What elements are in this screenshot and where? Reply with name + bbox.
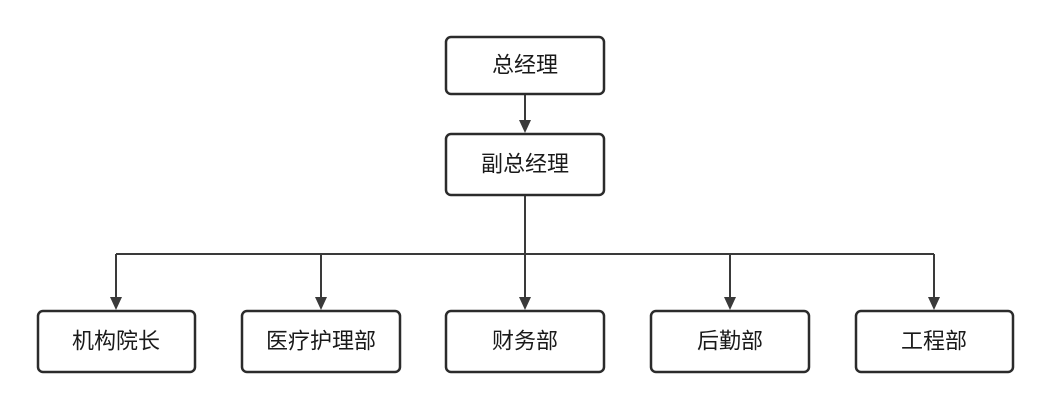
node-dept-3: 财务部 — [444, 309, 606, 374]
arrowhead-dept-2 — [315, 297, 327, 310]
arrowhead-dept-3 — [519, 297, 531, 310]
arrowhead-dept-5 — [928, 297, 940, 310]
node-dept-5-label: 工程部 — [901, 330, 967, 355]
node-dept-4-box — [649, 309, 811, 374]
edges — [110, 94, 940, 310]
node-dept-2: 医疗护理部 — [240, 309, 402, 374]
node-top: 总经理 — [444, 35, 606, 96]
node-dept-1-label: 机构院长 — [72, 330, 160, 355]
node-deputy-label: 副总经理 — [481, 153, 569, 178]
node-dept-3-label: 财务部 — [492, 330, 558, 355]
node-dept-2-box — [240, 309, 402, 374]
node-top-box — [444, 35, 606, 96]
node-deputy-box — [444, 132, 606, 197]
node-dept-5: 工程部 — [854, 309, 1015, 374]
node-dept-5-box — [854, 309, 1015, 374]
node-dept-4: 后勤部 — [649, 309, 811, 374]
arrowhead-dept-1 — [110, 297, 122, 310]
arrowhead-dept-4 — [724, 297, 736, 310]
node-top-label: 总经理 — [492, 54, 558, 79]
node-dept-3-box — [444, 309, 606, 374]
node-dept-1-box — [36, 309, 197, 374]
node-dept-2-label: 医疗护理部 — [266, 330, 376, 355]
node-dept-1: 机构院长 — [36, 309, 197, 374]
arrowhead-deputy — [519, 120, 531, 133]
node-deputy: 副总经理 — [444, 132, 606, 197]
node-dept-4-label: 后勤部 — [697, 330, 763, 355]
